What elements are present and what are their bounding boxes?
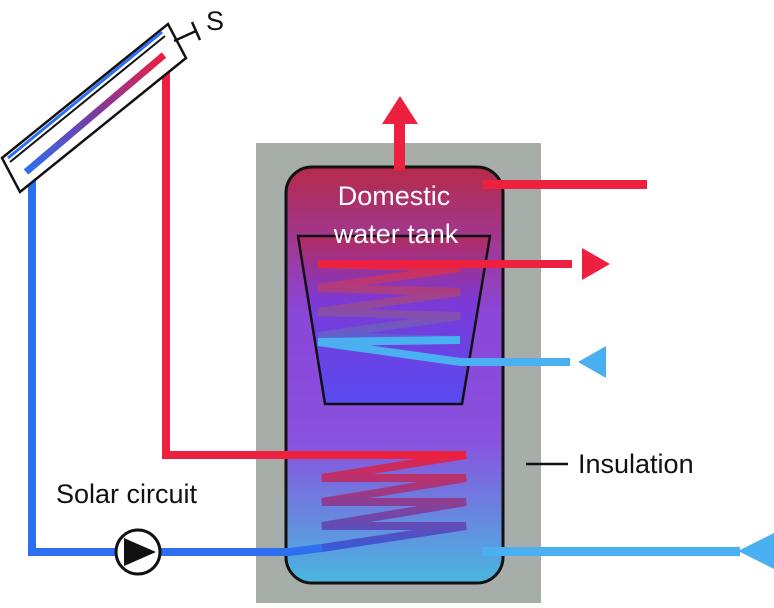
cold-main-pipe (482, 547, 740, 556)
arrow-left-icon (738, 533, 774, 569)
arrow-up-icon (382, 96, 418, 124)
upper-coil (317, 260, 572, 366)
solar-collector (0, 22, 188, 194)
hot-water-outlet-pipe (394, 122, 405, 170)
solar-coil (321, 451, 467, 552)
solar-hot-pipe (162, 55, 466, 459)
hot-feed-pipe-top (483, 180, 647, 189)
tank-title-line2: water tank (333, 219, 459, 249)
insulation-label: Insulation (578, 449, 694, 479)
pump-icon (114, 528, 162, 576)
sensor-marker (173, 21, 202, 43)
solar-circuit-label: Solar circuit (56, 479, 198, 509)
arrow-right-icon (582, 248, 610, 280)
arrow-left-icon (578, 346, 606, 378)
sensor-label: S (206, 6, 224, 36)
tank-title-line1: Domestic (338, 181, 451, 211)
